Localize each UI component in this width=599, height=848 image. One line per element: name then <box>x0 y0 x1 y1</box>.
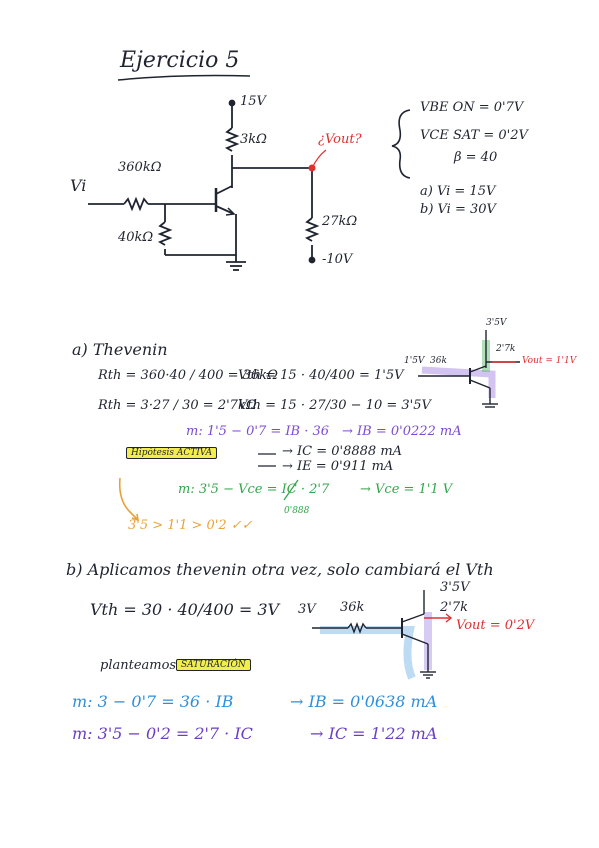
sketch-a-rl: 2'7k <box>496 344 516 354</box>
main-circuit <box>88 99 320 271</box>
vth-1: Vth = 15 · 40/400 = 1'5V <box>238 368 404 383</box>
part-a-heading: a) Thevenin <box>72 340 168 359</box>
sketch-a-v: 1'5V <box>404 356 425 366</box>
rc-label: 3kΩ <box>240 132 267 147</box>
title-underline <box>117 74 251 81</box>
vth-2: Vth = 15 · 27/30 − 10 = 3'5V <box>238 398 431 413</box>
neg-node <box>308 256 316 264</box>
part-b-heading: b) Aplicamos thevenin otra vez, solo cam… <box>66 560 494 579</box>
param-vce: VCE SAT = 0'2V <box>420 128 528 143</box>
sketch-b-rl: 2'7k <box>440 600 468 615</box>
mesh-b-1-result: → IB = 0'0638 mA <box>290 692 438 711</box>
case-a: a) Vi = 15V <box>420 184 496 199</box>
supply-label: 15V <box>240 94 266 109</box>
mesh-a-1-result: → IB = 0'0222 mA <box>342 424 462 439</box>
rth-1: Rth = 360·40 / 400 = 36kΩ <box>98 368 278 383</box>
rc-resistor <box>224 127 240 152</box>
saturation-box: SATURACIÓN <box>176 659 251 671</box>
rbe-resistor <box>157 221 173 246</box>
vout-question: ¿Vout? <box>318 132 362 147</box>
mesh-b-1: m: 3 − 0'7 = 36 · IB <box>72 692 234 711</box>
sketch-b-v: 3V <box>298 602 316 617</box>
rl-resistor <box>304 217 320 242</box>
sketch-b-vout: Vout = 0'2V <box>456 618 535 633</box>
sketch-a <box>418 330 520 408</box>
case-b: b) Vi = 30V <box>420 202 496 217</box>
sketch-a-top: 3'5V <box>486 318 507 328</box>
vth-b: Vth = 30 · 40/400 = 3V <box>90 600 280 619</box>
mesh-b-2: m: 3'5 − 0'2 = 2'7 · IC <box>72 724 253 743</box>
mesh-a-2: m: 3'5 − Vce = IC · 2'7 <box>178 482 330 497</box>
rl-label: 27kΩ <box>322 214 358 229</box>
mesh-a-2-result: → Vce = 1'1 V <box>360 482 453 497</box>
plan-label: planteamos <box>100 658 177 673</box>
rb-resistor <box>123 196 149 212</box>
sketch-b <box>312 590 453 680</box>
param-vbe: VBE ON = 0'7V <box>420 100 524 115</box>
ic-a: → IC = 0'8888 mA <box>282 444 403 459</box>
rth-2: Rth = 3·27 / 30 = 2'7kΩ <box>98 398 257 413</box>
neg-label: -10V <box>322 252 353 267</box>
hypothesis-box: Hipótesis ACTIVA <box>126 447 218 459</box>
rbe-label: 40kΩ <box>118 230 154 245</box>
mesh-b-2-result: → IC = 1'22 mA <box>310 724 438 743</box>
sketch-b-r: 36k <box>340 600 365 615</box>
params-bracket <box>391 109 411 179</box>
orange-arrow <box>118 477 139 521</box>
check-a: 3'5 > 1'1 > 0'2 ✓✓ <box>128 518 253 533</box>
mesh-a-1: m: 1'5 − 0'7 = IB · 36 <box>186 424 330 439</box>
sketch-b-top: 3'5V <box>440 580 470 595</box>
rb-label: 360kΩ <box>118 160 162 175</box>
sketch-a-r: 36k <box>430 356 447 366</box>
ie-a: → IE = 0'911 mA <box>282 459 394 474</box>
param-beta: β = 40 <box>454 150 498 165</box>
vin-label: Vi <box>70 176 87 195</box>
mesh-a-2-sub: 0'888 <box>284 506 310 516</box>
sketch-a-vout: Vout = 1'1V <box>522 356 577 366</box>
page-title: Ejercicio 5 <box>120 48 240 73</box>
